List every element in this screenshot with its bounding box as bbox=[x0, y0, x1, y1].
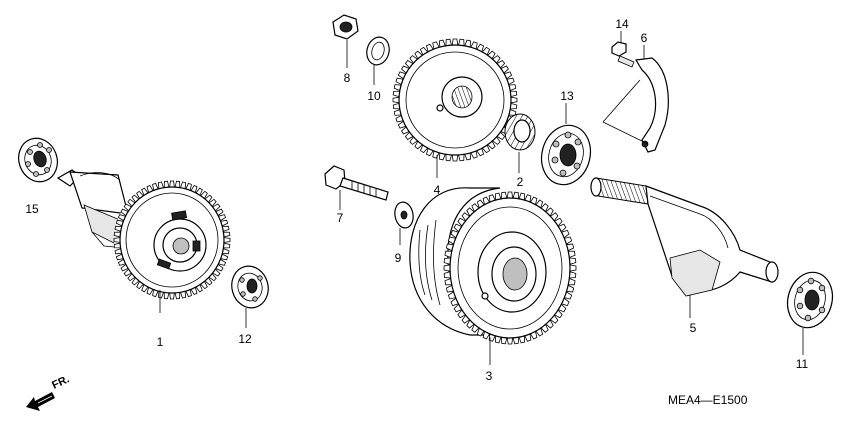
bolt-14 bbox=[611, 31, 635, 68]
callout-12: 12 bbox=[238, 332, 252, 346]
callout-9: 9 bbox=[395, 251, 402, 265]
callout-3: 3 bbox=[486, 369, 493, 383]
callout-10: 10 bbox=[367, 89, 381, 103]
shaft-gear-1 bbox=[56, 169, 231, 313]
callout-1: 1 bbox=[157, 335, 164, 349]
bolt-7 bbox=[324, 165, 389, 210]
bearing-12 bbox=[231, 265, 269, 328]
callout-13: 13 bbox=[560, 89, 574, 103]
output-shaft-5 bbox=[590, 177, 779, 318]
gear-4 bbox=[392, 38, 518, 178]
front-direction-arrow-icon bbox=[26, 391, 55, 411]
nut-8 bbox=[332, 14, 359, 68]
front-direction-label: FR. bbox=[50, 373, 71, 391]
washer-9 bbox=[394, 201, 414, 245]
washer-10 bbox=[366, 36, 390, 85]
bearing-13 bbox=[540, 103, 592, 186]
callout-15: 15 bbox=[25, 202, 39, 216]
bearing-15 bbox=[18, 137, 58, 183]
clutch-drum-3 bbox=[409, 187, 577, 365]
callout-8: 8 bbox=[344, 71, 351, 85]
callout-7: 7 bbox=[337, 211, 344, 225]
bearing-11 bbox=[786, 271, 834, 355]
callout-6: 6 bbox=[641, 31, 648, 45]
drawing-code: MEA4—E1500 bbox=[668, 393, 748, 407]
callout-2: 2 bbox=[517, 175, 524, 189]
callout-14: 14 bbox=[615, 17, 629, 31]
needle-bearing-2 bbox=[504, 113, 536, 173]
callout-11: 11 bbox=[796, 357, 809, 371]
callout-5: 5 bbox=[690, 321, 697, 335]
bracket-6 bbox=[602, 45, 669, 153]
callout-4: 4 bbox=[434, 183, 441, 197]
